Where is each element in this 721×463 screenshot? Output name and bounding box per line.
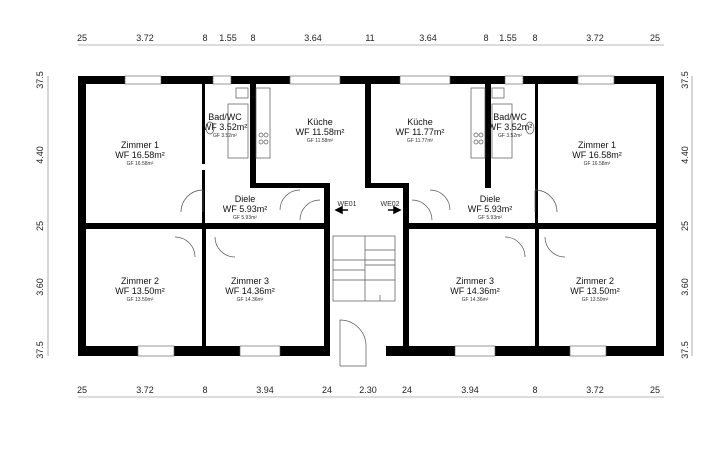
dimension-label-right: 25 bbox=[680, 221, 690, 231]
room-floor-area: GF 16.58m² bbox=[127, 161, 154, 167]
room-living-area: WF 14.36m² bbox=[225, 286, 275, 296]
room-name: Bad/WC bbox=[493, 112, 527, 122]
dimension-label-right: 3.60 bbox=[680, 278, 690, 296]
dimension-label-bottom: 3.94 bbox=[461, 385, 479, 395]
dimension-label-bottom: 8 bbox=[202, 385, 207, 395]
room-name: Zimmer 2 bbox=[121, 276, 159, 286]
entrance-arrow-icon bbox=[334, 205, 348, 215]
room-living-area: WF 13.50m² bbox=[115, 286, 165, 296]
room-name: Diele bbox=[235, 194, 256, 204]
dimension-label-top: 8 bbox=[250, 33, 255, 43]
room-name: Zimmer 3 bbox=[456, 276, 494, 286]
dimension-label-top: 3.64 bbox=[304, 33, 322, 43]
room-name: Zimmer 3 bbox=[231, 276, 269, 286]
dimension-label-right: 37.5 bbox=[680, 71, 690, 89]
dimension-label-top: 3.64 bbox=[419, 33, 437, 43]
room-floor-area: GF 13.50m² bbox=[127, 297, 154, 303]
dimension-label-bottom: 2.30 bbox=[359, 385, 377, 395]
walls bbox=[78, 76, 664, 356]
room-name: Diele bbox=[480, 194, 501, 204]
dimension-label-bottom: 8 bbox=[532, 385, 537, 395]
dimension-label-bottom: 25 bbox=[77, 385, 87, 395]
dimension-label-top: 8 bbox=[532, 33, 537, 43]
doors bbox=[174, 189, 566, 367]
room-living-area: WF 11.77m² bbox=[396, 127, 445, 137]
room-name: Zimmer 1 bbox=[121, 140, 159, 150]
dimension-label-top: 25 bbox=[650, 33, 660, 43]
dimension-label-bottom: 25 bbox=[650, 385, 660, 395]
dimension-label-left: 3.60 bbox=[35, 278, 45, 296]
dimension-label-left: 37.5 bbox=[35, 341, 45, 359]
dimension-label-top: 8 bbox=[483, 33, 488, 43]
room-floor-area: GF 13.50m² bbox=[582, 297, 609, 303]
room-name: Zimmer 1 bbox=[578, 140, 616, 150]
dimension-label-bottom: 24 bbox=[402, 385, 412, 395]
room-living-area: WF 3.52m² bbox=[203, 122, 248, 132]
room-floor-area: GF 3.52m² bbox=[213, 133, 237, 139]
room-floor-area: GF 5.93m² bbox=[478, 215, 502, 221]
dimension-label-top: 3.72 bbox=[136, 33, 154, 43]
dimension-label-bottom: 24 bbox=[322, 385, 332, 395]
room-living-area: WF 16.58m² bbox=[115, 150, 165, 160]
windows bbox=[124, 75, 615, 357]
dimension-label-top: 8 bbox=[202, 33, 207, 43]
room-floor-area: GF 16.58m² bbox=[584, 161, 611, 167]
entrance-label: WE01 bbox=[337, 201, 356, 208]
room-floor-area: GF 11.58m² bbox=[307, 138, 334, 144]
room-name: Zimmer 2 bbox=[576, 276, 614, 286]
fixtures bbox=[205, 87, 535, 159]
entrance-arrow-icon bbox=[388, 205, 402, 215]
dimension-lines bbox=[47, 44, 693, 398]
dimension-label-top: 1.55 bbox=[499, 33, 517, 43]
room-living-area: WF 16.58m² bbox=[572, 150, 622, 160]
dimension-label-left: 4.40 bbox=[35, 146, 45, 164]
room-living-area: WF 11.58m² bbox=[296, 127, 345, 137]
room-floor-area: GF 11.77m² bbox=[407, 138, 434, 144]
room-floor-area: GF 3.52m² bbox=[498, 133, 522, 139]
dimension-label-bottom: 3.72 bbox=[586, 385, 604, 395]
room-living-area: WF 5.93m² bbox=[468, 204, 513, 214]
room-floor-area: GF 5.93m² bbox=[233, 215, 257, 221]
dimension-label-bottom: 3.72 bbox=[136, 385, 154, 395]
room-name: Bad/WC bbox=[208, 112, 242, 122]
dimension-label-top: 11 bbox=[365, 33, 374, 43]
dimension-label-right: 37.5 bbox=[680, 341, 690, 359]
room-floor-area: GF 14.36m² bbox=[237, 297, 264, 303]
dimension-label-left: 37.5 bbox=[35, 71, 45, 89]
dimension-label-bottom: 3.94 bbox=[256, 385, 274, 395]
room-living-area: WF 14.36m² bbox=[450, 286, 500, 296]
dimension-label-top: 1.55 bbox=[219, 33, 237, 43]
dimension-label-top: 25 bbox=[77, 33, 87, 43]
room-living-area: WF 5.93m² bbox=[223, 204, 268, 214]
entrance-label: WE02 bbox=[380, 201, 399, 208]
dimension-label-right: 4.40 bbox=[680, 146, 690, 164]
room-name: Küche bbox=[407, 117, 433, 127]
dimension-label-left: 25 bbox=[35, 221, 45, 231]
room-floor-area: GF 14.36m² bbox=[462, 297, 489, 303]
room-name: Küche bbox=[307, 117, 333, 127]
dimension-label-top: 3.72 bbox=[586, 33, 604, 43]
stairs bbox=[332, 235, 396, 302]
room-living-area: WF 3.52m² bbox=[488, 122, 533, 132]
room-living-area: WF 13.50m² bbox=[570, 286, 620, 296]
